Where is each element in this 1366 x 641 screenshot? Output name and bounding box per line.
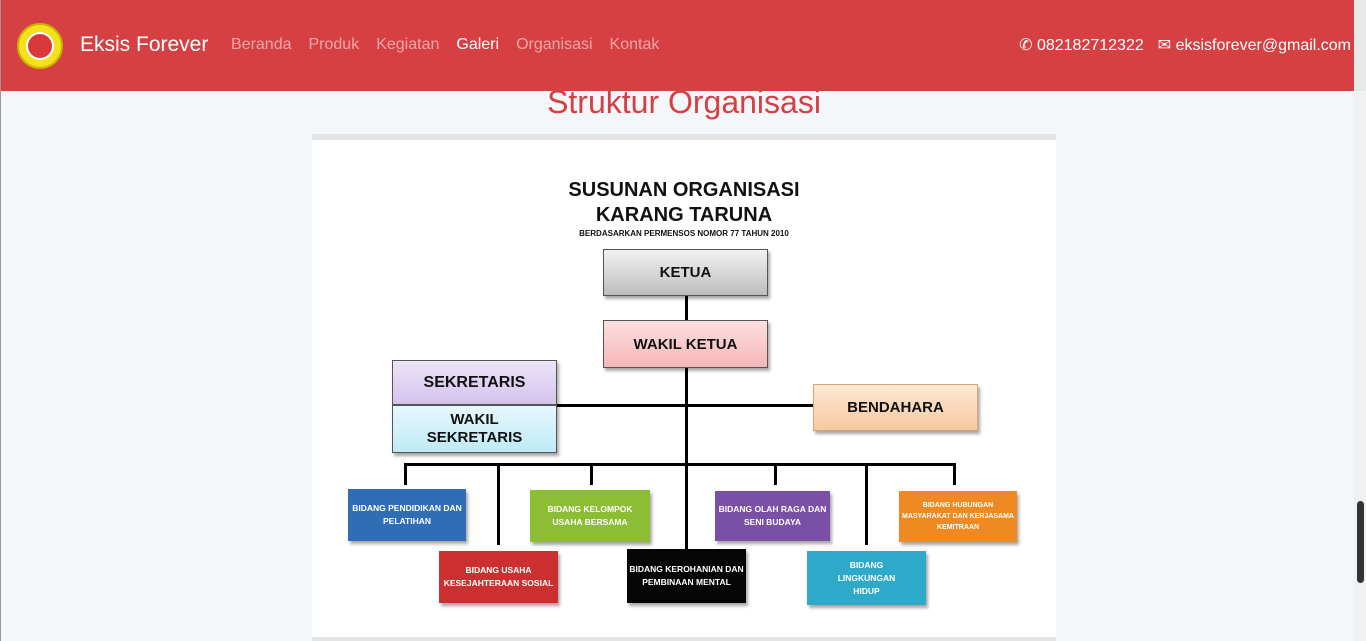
scrollbar-thumb[interactable] (1357, 501, 1364, 583)
nav-beranda[interactable]: Beranda (231, 36, 292, 53)
nav-kontak[interactable]: Kontak (609, 36, 660, 53)
phone-icon: ✆ (1019, 37, 1033, 54)
box-bidang-lingkungan: BIDANG LINGKUNGAN HIDUP (807, 551, 926, 605)
page-title: Struktur Organisasi (547, 84, 821, 120)
chart-subtitle: BERDASARKAN PERMENSOS NOMOR 77 TAHUN 201… (579, 229, 789, 238)
nav-menu: Beranda Produk Kegiatan Galeri Organisas… (231, 36, 659, 54)
box-bidang-kerohanian: BIDANG KEROHANIAN DAN PEMBINAAN MENTAL (627, 549, 746, 603)
box-bidang-usaha-kesejahteraan: BIDANG USAHA KESEJAHTERAAN SOSIAL (439, 551, 558, 603)
brand-name[interactable]: Eksis Forever (80, 33, 209, 56)
navbar: Eksis Forever Beranda Produk Kegiatan Ga… (1, 0, 1355, 91)
email-link[interactable]: ✉ eksisforever@gmail.com (1158, 35, 1351, 55)
nav-organisasi[interactable]: Organisasi (516, 36, 593, 53)
nav-kegiatan[interactable]: Kegiatan (376, 36, 440, 53)
box-ketua: KETUA (603, 249, 768, 296)
contact-info: ✆ 082182712322 ✉ eksisforever@gmail.com (1019, 35, 1351, 55)
envelope-icon: ✉ (1157, 37, 1172, 54)
chart-title-2: KARANG TARUNA (595, 204, 773, 226)
box-bidang-kelompok-usaha: BIDANG KELOMPOK USAHA BERSAMA (530, 490, 650, 542)
box-wakil-sekretaris: WAKIL SEKRETARIS (392, 405, 557, 453)
box-wakil-ketua: WAKIL KETUA (603, 320, 768, 368)
box-sekretaris: SEKRETARIS (392, 360, 557, 405)
nav-produk[interactable]: Produk (308, 36, 360, 53)
org-chart-image: SUSUNAN ORGANISASI KARANG TARUNA BERDASA… (312, 134, 1056, 641)
box-bidang-pendidikan: BIDANG PENDIDIKAN DAN PELATIHAN (348, 489, 466, 541)
box-bidang-humas: BIDANG HUBUNGAN MASYARAKAT DAN KERJASAMA… (899, 491, 1017, 542)
scrollbar[interactable] (1354, 0, 1366, 641)
email-address: eksisforever@gmail.com (1175, 37, 1351, 54)
box-bendahara: BENDAHARA (813, 384, 978, 431)
phone-link[interactable]: ✆ 082182712322 (1019, 35, 1144, 55)
logo[interactable] (17, 23, 63, 69)
box-bidang-olahraga: BIDANG OLAH RAGA DAN SENI BUDAYA (715, 491, 830, 541)
phone-number: 082182712322 (1036, 37, 1144, 54)
chart-title-1: SUSUNAN ORGANISASI (568, 179, 800, 201)
nav-galeri[interactable]: Galeri (456, 36, 500, 53)
